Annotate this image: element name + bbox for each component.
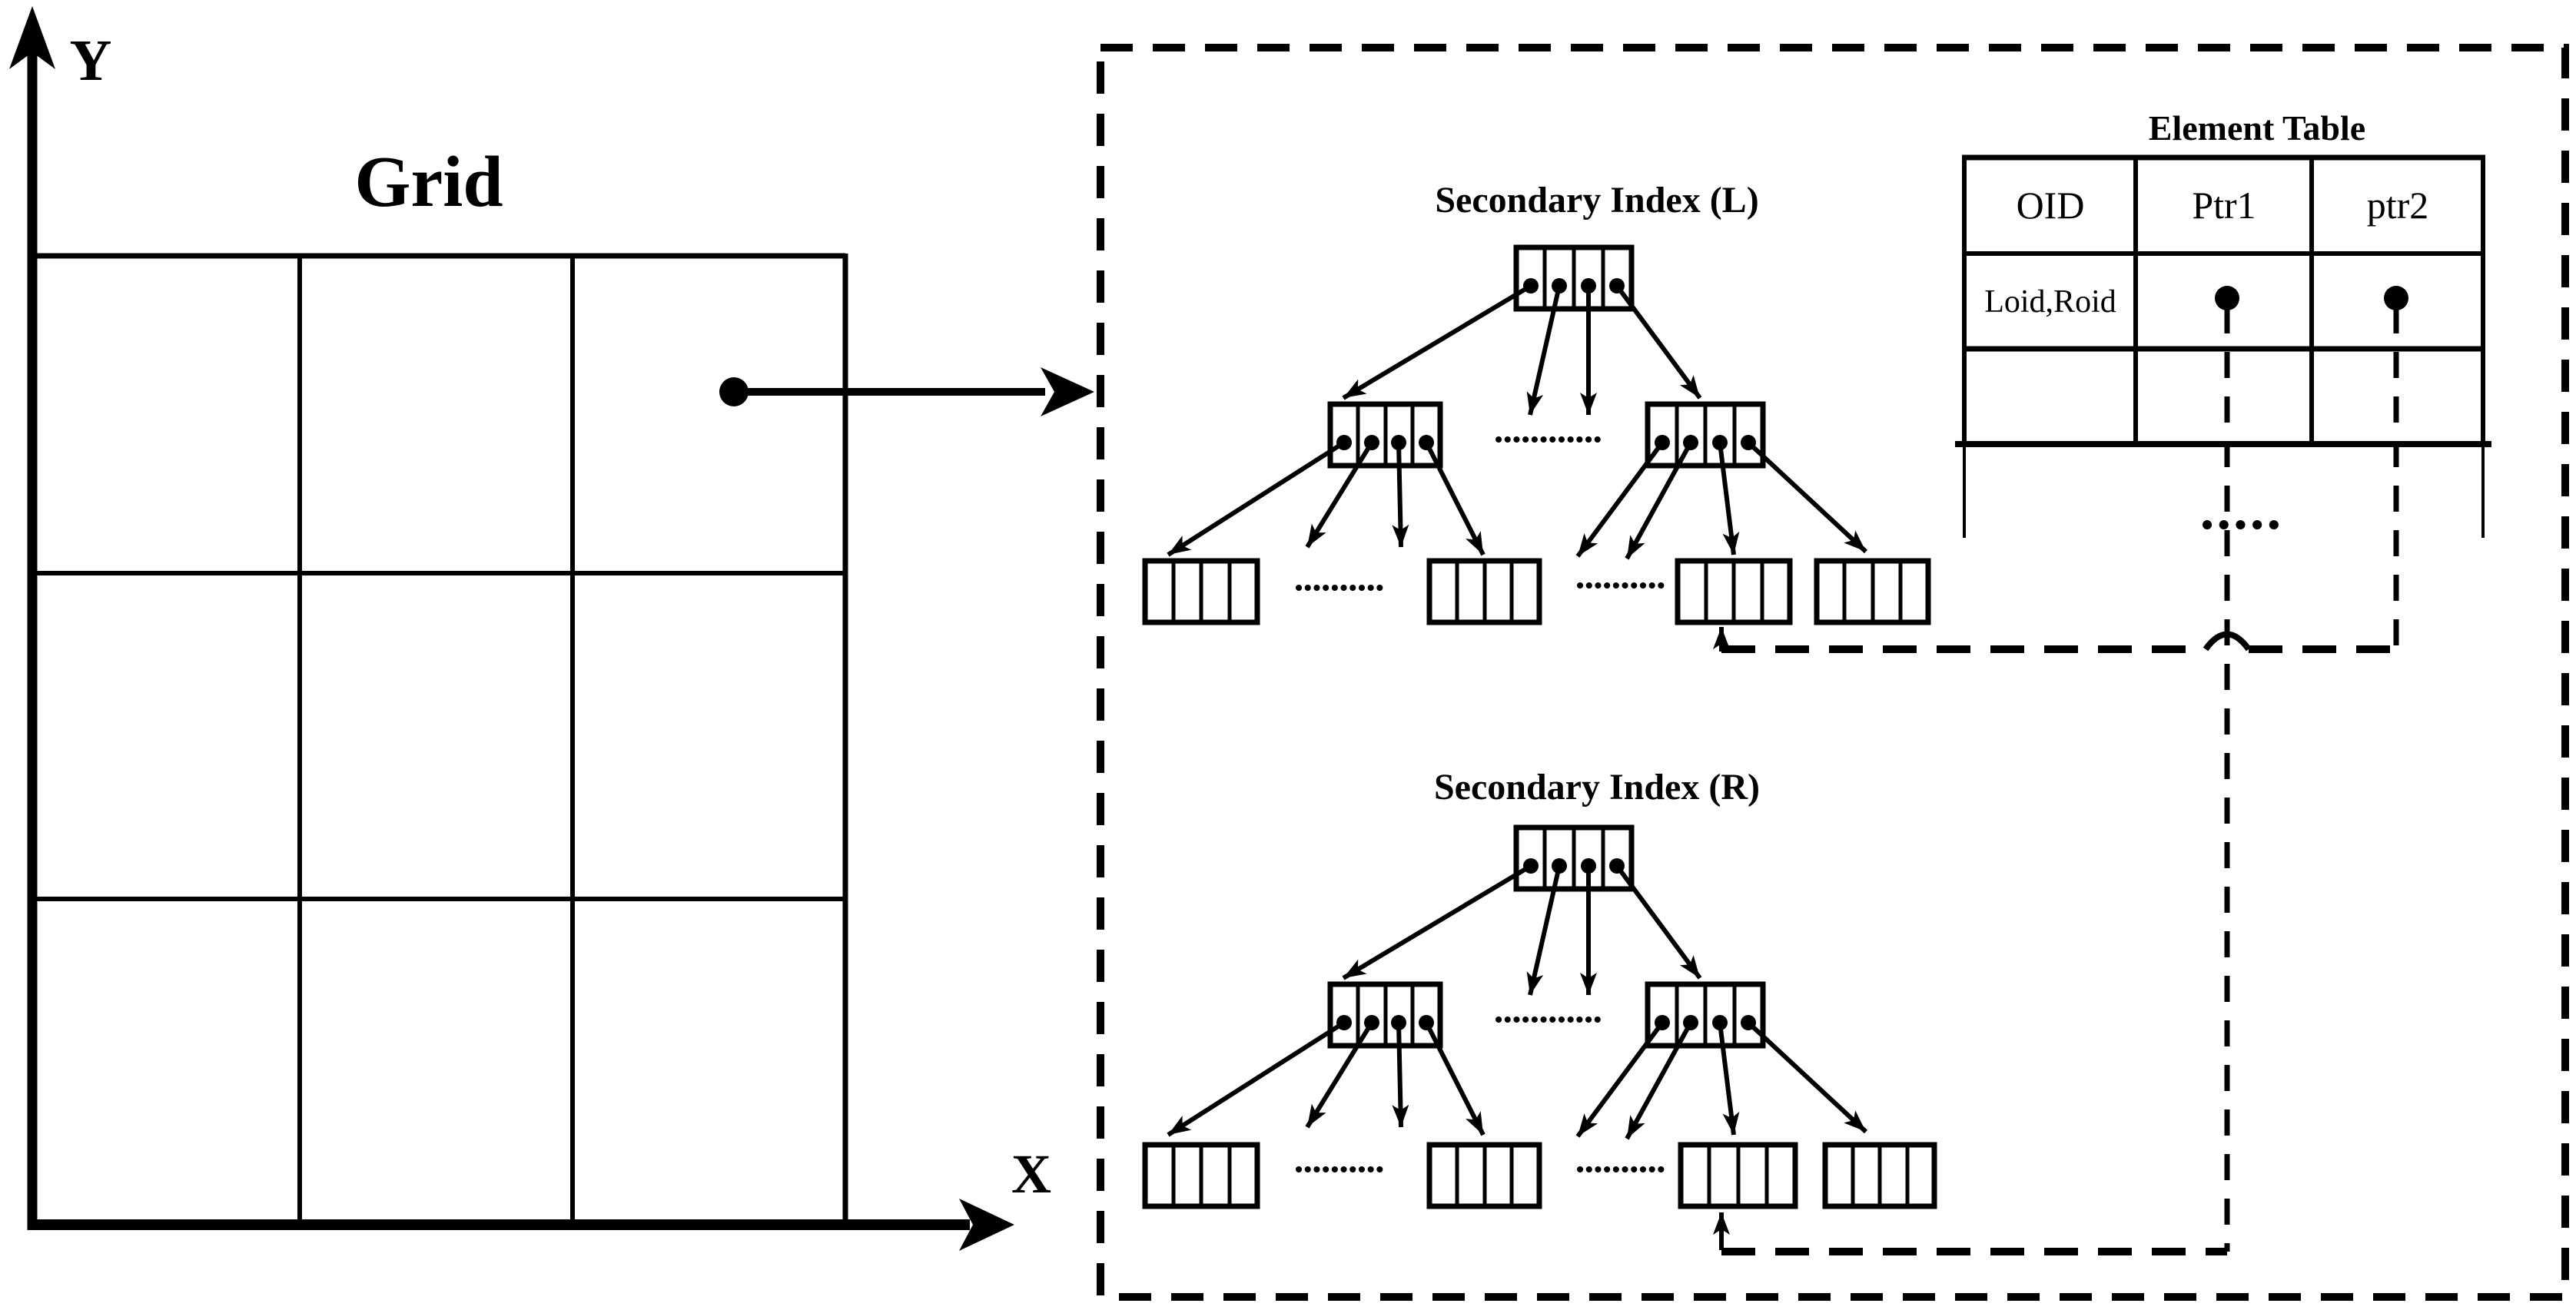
oid-cell-value: Loid,Roid bbox=[1984, 284, 2116, 320]
line-crossing-hop bbox=[2203, 631, 2252, 652]
grid-section: Y X Grid bbox=[9, 6, 1094, 1251]
btree-l-leaf-1 bbox=[1142, 558, 1260, 625]
column-header-oid: OID bbox=[2017, 184, 2085, 227]
x-axis-label: X bbox=[1011, 1143, 1051, 1205]
btree-r-nodes bbox=[1142, 824, 1937, 1209]
btree-l-internal-left bbox=[1327, 401, 1443, 469]
btree-l-leaf-2 bbox=[1426, 558, 1542, 625]
y-axis: Y bbox=[9, 6, 111, 1230]
element-table-header: OID Ptr1 ptr2 bbox=[2017, 184, 2429, 227]
btree-r-leaf-2 bbox=[1426, 1142, 1542, 1209]
grid-to-panel-arrow bbox=[734, 367, 1094, 416]
grid-title: Grid bbox=[354, 142, 503, 222]
pointer-links bbox=[1721, 307, 2399, 1255]
btree-r-arrows bbox=[1167, 864, 1868, 1140]
btree-r-internal-left bbox=[1327, 981, 1443, 1049]
btree-r-leaf-1 bbox=[1142, 1142, 1260, 1209]
btree-r-ellipsis-dots bbox=[1296, 1016, 1672, 1172]
x-axis-arrowhead-icon bbox=[959, 1199, 1014, 1251]
index-r-title: Secondary Index (R) bbox=[1434, 767, 1760, 808]
btree-l-arrows bbox=[1167, 284, 1868, 560]
element-table: Element Table OID Ptr1 ptr2 Loid,Roid bbox=[1955, 108, 2491, 538]
ptr1-pointer-dot-icon bbox=[2215, 286, 2239, 310]
btree-r-pointer-dots bbox=[1336, 858, 1756, 1030]
grid-to-panel-arrowhead-icon bbox=[1041, 367, 1094, 416]
btree-l-internal-right bbox=[1645, 401, 1766, 469]
y-axis-arrowhead-icon bbox=[9, 6, 55, 69]
y-axis-label: Y bbox=[70, 28, 112, 93]
x-axis: X bbox=[28, 1143, 1051, 1251]
btree-l-ellipsis-dots bbox=[1296, 436, 1672, 591]
btree-l-nodes bbox=[1142, 244, 1931, 625]
btree-l-leaf-4 bbox=[1814, 558, 1931, 625]
index-l-title: Secondary Index (L) bbox=[1435, 180, 1758, 221]
column-header-ptr1: Ptr1 bbox=[2192, 184, 2256, 227]
btree-r-leaf-3 bbox=[1678, 1142, 1798, 1209]
secondary-index-r: Secondary Index (R) bbox=[1142, 767, 1937, 1250]
element-table-grid bbox=[1955, 154, 2491, 538]
btree-r-internal-right bbox=[1645, 981, 1766, 1049]
btree-l-root-node bbox=[1513, 244, 1635, 312]
element-table-row-1: Loid,Roid bbox=[1984, 284, 2408, 320]
ptr1-dashed-link bbox=[1721, 307, 2230, 1255]
element-table-title: Element Table bbox=[2149, 108, 2365, 148]
column-header-ptr2: ptr2 bbox=[2367, 184, 2429, 227]
ptr2-dashed-link bbox=[1721, 307, 2399, 653]
detail-panel-border bbox=[1097, 44, 2569, 1301]
btree-l-pointer-dots bbox=[1336, 278, 1756, 450]
btree-r-leaf-4 bbox=[1822, 1142, 1937, 1209]
btree-r-root-node bbox=[1513, 824, 1635, 892]
btree-l-leaf-3 bbox=[1675, 558, 1793, 625]
secondary-index-l: Secondary Index (L) bbox=[1142, 180, 1931, 652]
ptr2-pointer-dot-icon bbox=[2384, 286, 2408, 310]
grid-lines bbox=[29, 253, 848, 1225]
